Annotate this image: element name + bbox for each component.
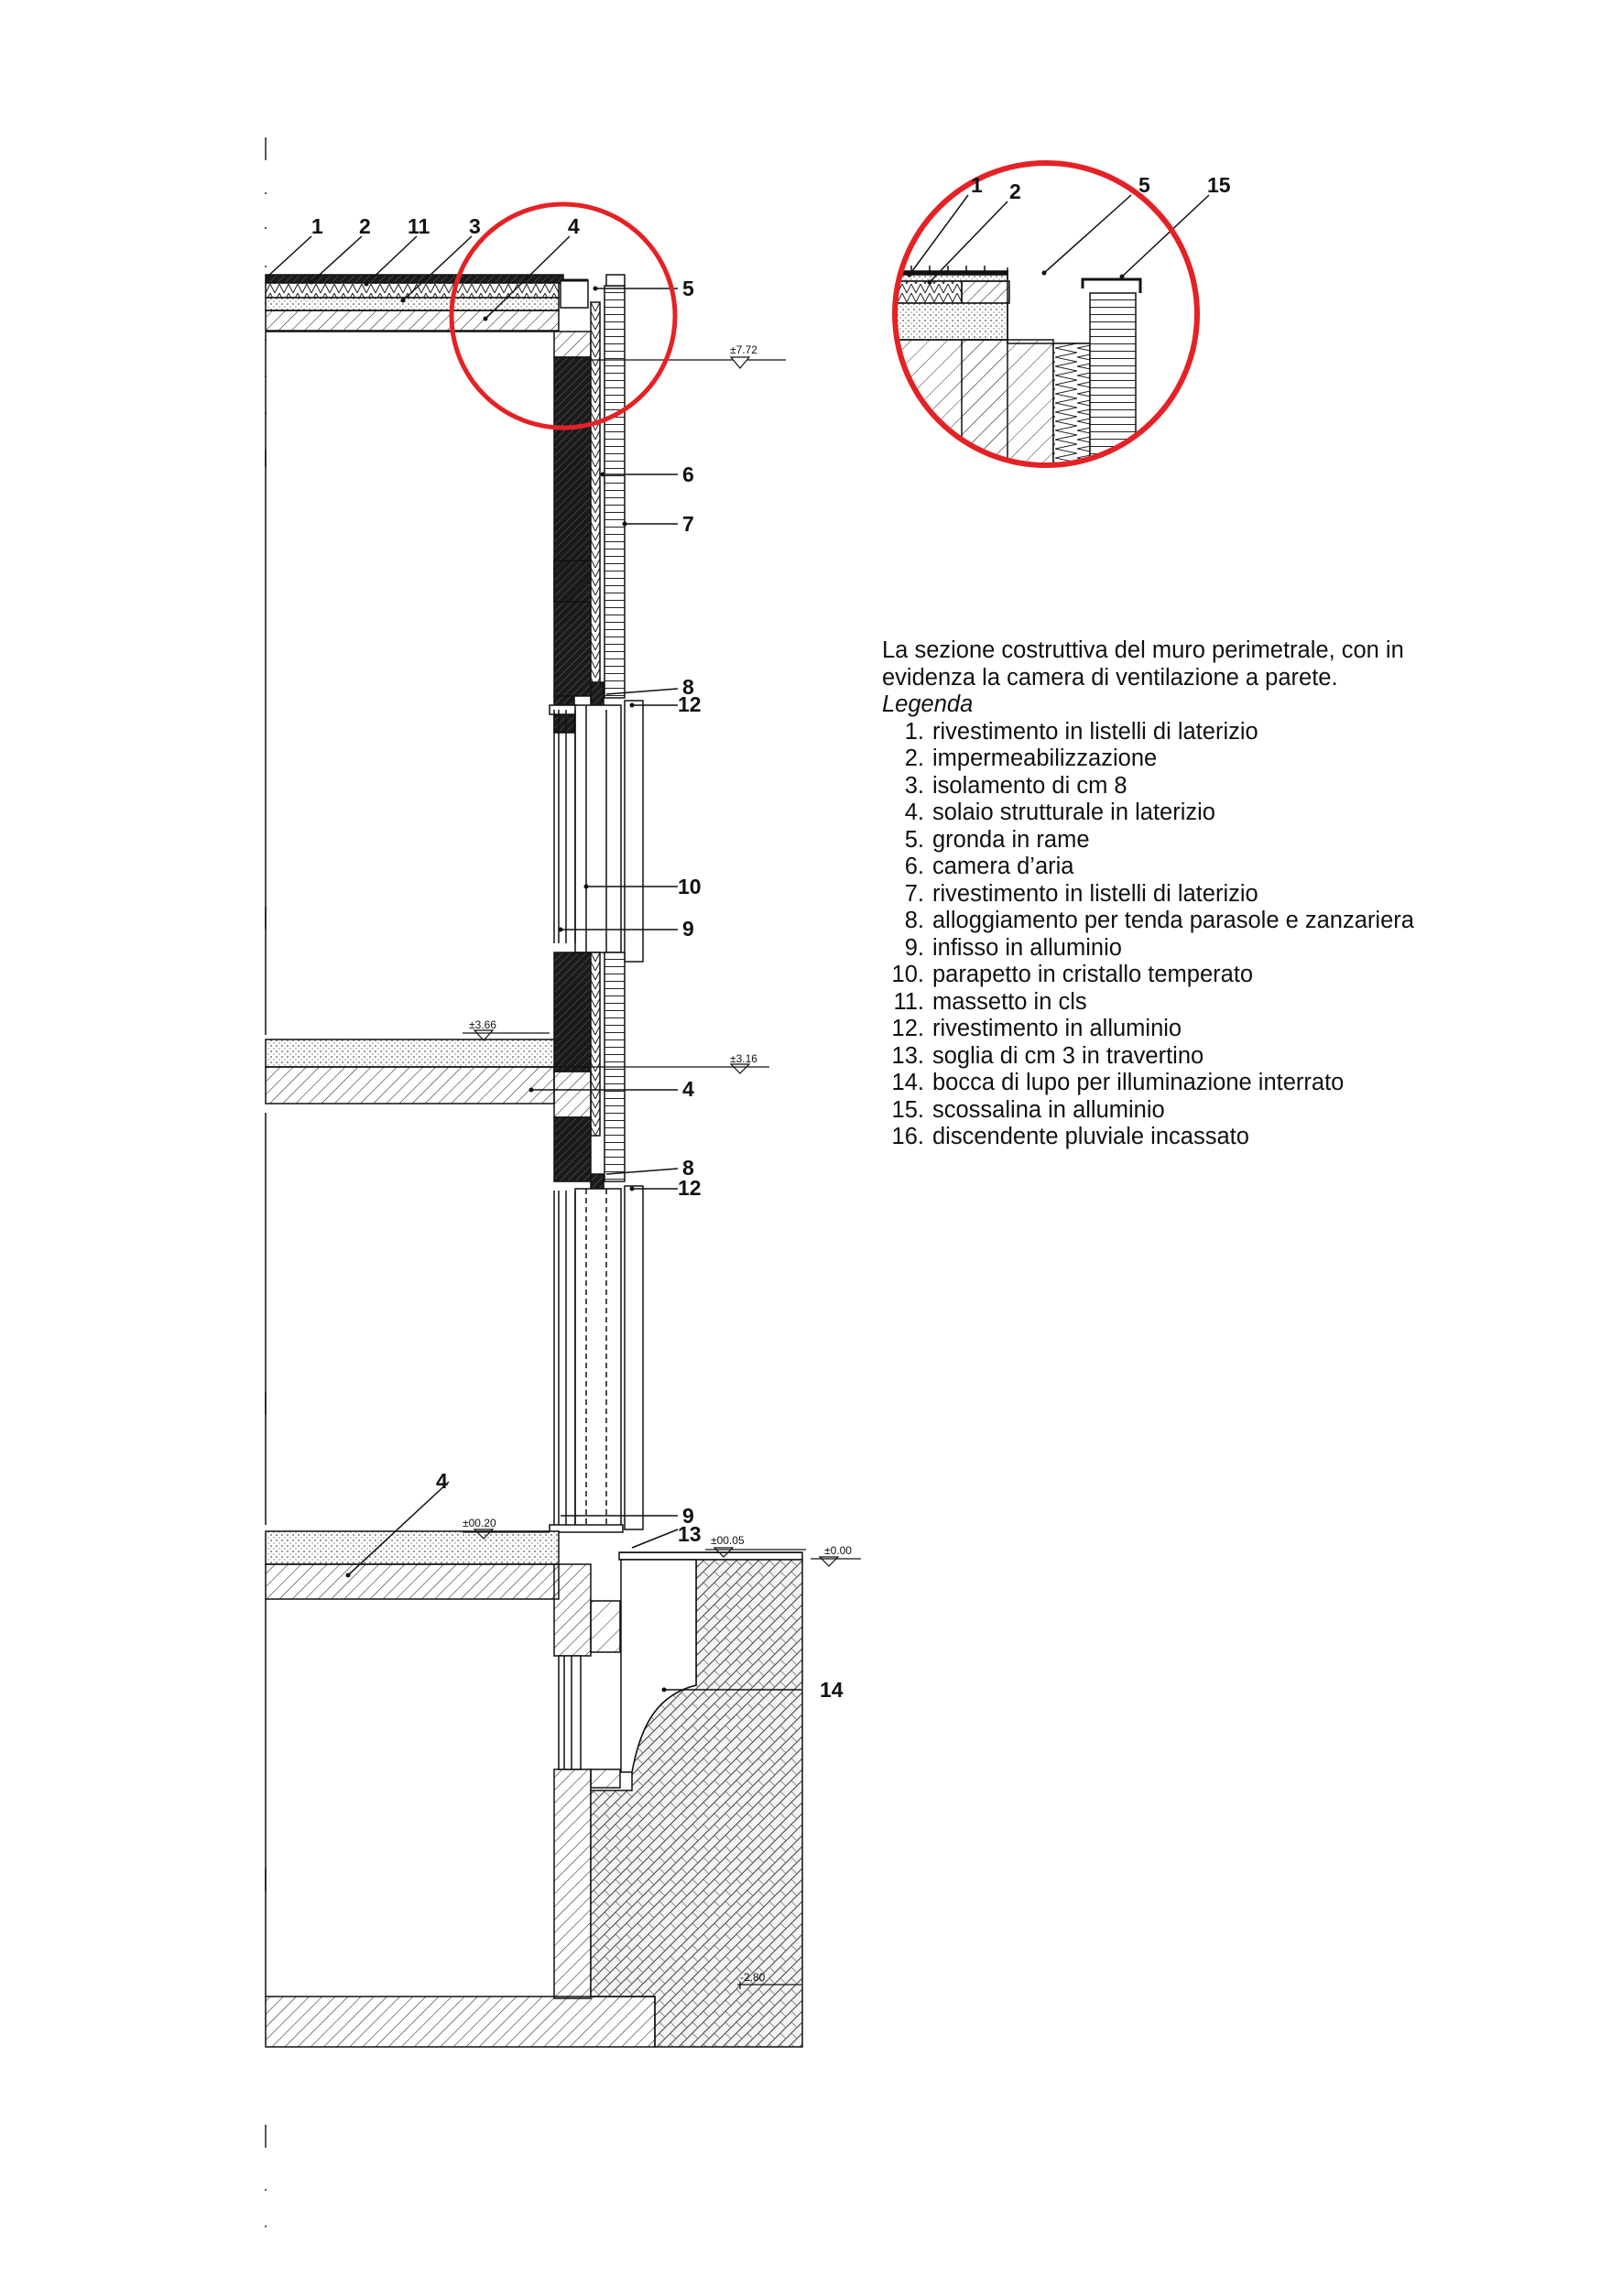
callout-12b: 12 [678,1176,702,1200]
legend-item: 9. infisso in alluminio [882,935,1487,963]
detail-callout-2: 2 [1009,180,1021,203]
legend-item-label: bocca di lupo per illuminazione interrat… [932,1070,1345,1095]
highlight-circle-main [449,201,678,430]
caption-text: La sezione costruttiva del muro perimetr… [882,637,1404,691]
legend-item-label: isolamento di cm 8 [932,772,1127,799]
legend-item-number: 8. [904,908,924,933]
legend-item: 6. camera d’aria [882,854,1487,881]
intermediate-slab [265,1039,555,1104]
legend-item-label: impermeabilizzazione [932,745,1158,771]
callout-4b: 4 [682,1077,694,1101]
legend-item-number: 14. [891,1070,924,1095]
legend-title: Legenda [882,691,974,717]
legend-item-label: discendente pluviale incassato [932,1124,1249,1149]
legend-item: 16. discendente pluviale incassato [882,1124,1487,1151]
legend-item-label: rivestimento in listelli di laterizio [932,880,1258,907]
legend-item-number: 6. [904,854,924,879]
callout-1: 1 [311,214,323,238]
legend-item: 2. impermeabilizzazione [882,745,1487,773]
callout-14: 14 [820,1678,844,1702]
callout-10: 10 [678,875,702,898]
elev-772: ±7.72 [730,343,757,356]
callout-5: 5 [682,277,694,300]
callout-labels: 1 2 11 3 4 5 6 7 8 12 10 9 4 8 12 4 9 13… [311,214,844,1702]
elev-000: ±0.00 [824,1544,852,1557]
perimeter-wall [549,274,644,1533]
legend-item-number: 1. [904,718,924,745]
elev-280: -2.80 [740,1971,766,1984]
legend-item-label: infisso in alluminio [932,934,1122,961]
callout-11: 11 [408,214,430,238]
callout-13: 13 [678,1522,702,1546]
callout-3: 3 [469,214,481,238]
legend-item: 7. rivestimento in listelli di laterizio [882,881,1487,909]
detail-callout-1: 1 [971,173,983,197]
legend-item-label: scossalina in alluminio [932,1096,1165,1123]
legend-item-number: 4. [904,800,924,825]
ground-slab [265,1530,803,1600]
caption-block: La sezione costruttiva del muro perimetr… [882,637,1487,1151]
callout-8b: 8 [682,1156,694,1180]
legend-item: 4. solaio strutturale in laterizio [882,800,1487,827]
elev-020: ±00.20 [463,1517,496,1529]
callout-8a: 8 [682,675,694,699]
legend-item-number: 9. [904,934,924,961]
detail-callout-15: 15 [1207,173,1231,197]
legend-item-number: 16. [891,1124,924,1149]
legend-item-number: 11. [893,988,924,1015]
elev-005: ±00.05 [711,1534,745,1547]
legend-item: 3. isolamento di cm 8 [882,773,1487,800]
elev-316: ±3.16 [730,1052,757,1065]
callout-6: 6 [682,462,694,486]
callout-2: 2 [359,214,371,238]
leader-dots [265,274,667,1692]
callout-9a: 9 [682,917,694,941]
callout-7: 7 [682,512,694,536]
elevation-marks [463,356,861,1989]
detail-enlargement: 1 2 5 15 [892,160,1231,468]
legend-item-label: rivestimento in listelli di laterizio [932,718,1258,745]
legend-item-label: solaio strutturale in laterizio [932,800,1215,825]
legend-item: 5. gronda in rame [882,827,1487,854]
callout-9b: 9 [682,1504,694,1528]
legend-item-number: 10. [891,962,924,987]
legend-item-number: 5. [904,826,924,853]
legend-item: 11. massetto in cls [882,989,1487,1017]
legend-item-number: 2. [904,745,924,771]
legend-item: 1. rivestimento in listelli di laterizio [882,719,1487,746]
legend-item-number: 3. [904,772,924,799]
callout-12a: 12 [678,692,702,716]
detail-callout-5: 5 [1138,173,1150,197]
leader-lines [267,235,801,1691]
legend-item: 15. scossalina in alluminio [882,1097,1487,1125]
legend-item-label: rivestimento in alluminio [932,1016,1182,1041]
elevation-labels: ±7.72 ±3.66 ±3.16 ±00.20 ±00.05 ±0.00 -2… [463,343,852,1984]
legend-item-label: soglia di cm 3 in travertino [932,1042,1204,1069]
legend-item-number: 13. [891,1042,924,1069]
legend-item-label: gronda in rame [932,826,1090,853]
legend-item: 8. alloggiamento per tenda parasole e zan… [882,908,1487,935]
legend-item-number: 15. [891,1096,924,1123]
legend-item-label: massetto in cls [932,988,1087,1015]
legend-item: 14. bocca di lupo per illuminazione inter… [882,1070,1487,1097]
callout-4: 4 [568,214,580,238]
legend-item-number: 7. [904,880,924,907]
legend-item-label: parapetto in cristallo temperato [932,962,1254,987]
roof-slab [265,274,589,332]
legend-item-label: camera d’aria [932,854,1074,879]
legend-item: 12. rivestimento in alluminio [882,1016,1487,1043]
legend-item: 13. soglia di cm 3 in travertino [882,1043,1487,1071]
legend-item: 10. parapetto in cristallo temperato [882,962,1487,989]
legend-item-number: 12. [891,1016,924,1041]
basement [265,1559,803,2048]
callout-4c: 4 [436,1469,448,1493]
legend-item-label: alloggiamento per tenda parasole e zanza… [932,908,1414,933]
elev-366: ±3.66 [469,1018,496,1031]
